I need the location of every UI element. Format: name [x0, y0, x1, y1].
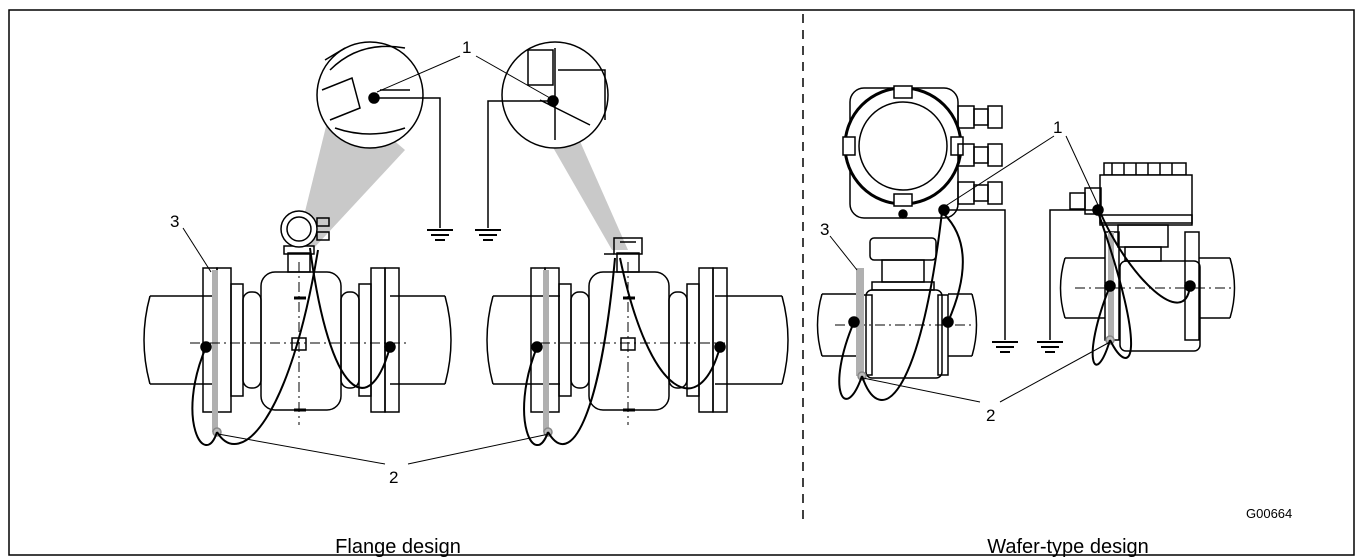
callout-2-flange: 2: [389, 468, 398, 487]
callout-2-wafer: 2: [986, 406, 995, 425]
callout-1-wafer: 1: [1053, 118, 1062, 137]
figure-frame: [8, 9, 1355, 556]
caption-flange-design: Flange design: [335, 536, 461, 558]
callout-3-wafer: 3: [820, 220, 829, 239]
figure-code: G00664: [1246, 506, 1292, 521]
callout-1-flange: 1: [462, 38, 471, 57]
wafer-meter-right: [1036, 162, 1236, 366]
flange-meter-left: [143, 41, 454, 446]
callout-3-flange: 3: [170, 212, 179, 231]
leader-lines: [182, 55, 1111, 465]
caption-wafer-type-design: Wafer-type design: [987, 536, 1149, 558]
flange-meter-right: [474, 41, 789, 446]
wafer-meter-left: [816, 85, 1019, 401]
